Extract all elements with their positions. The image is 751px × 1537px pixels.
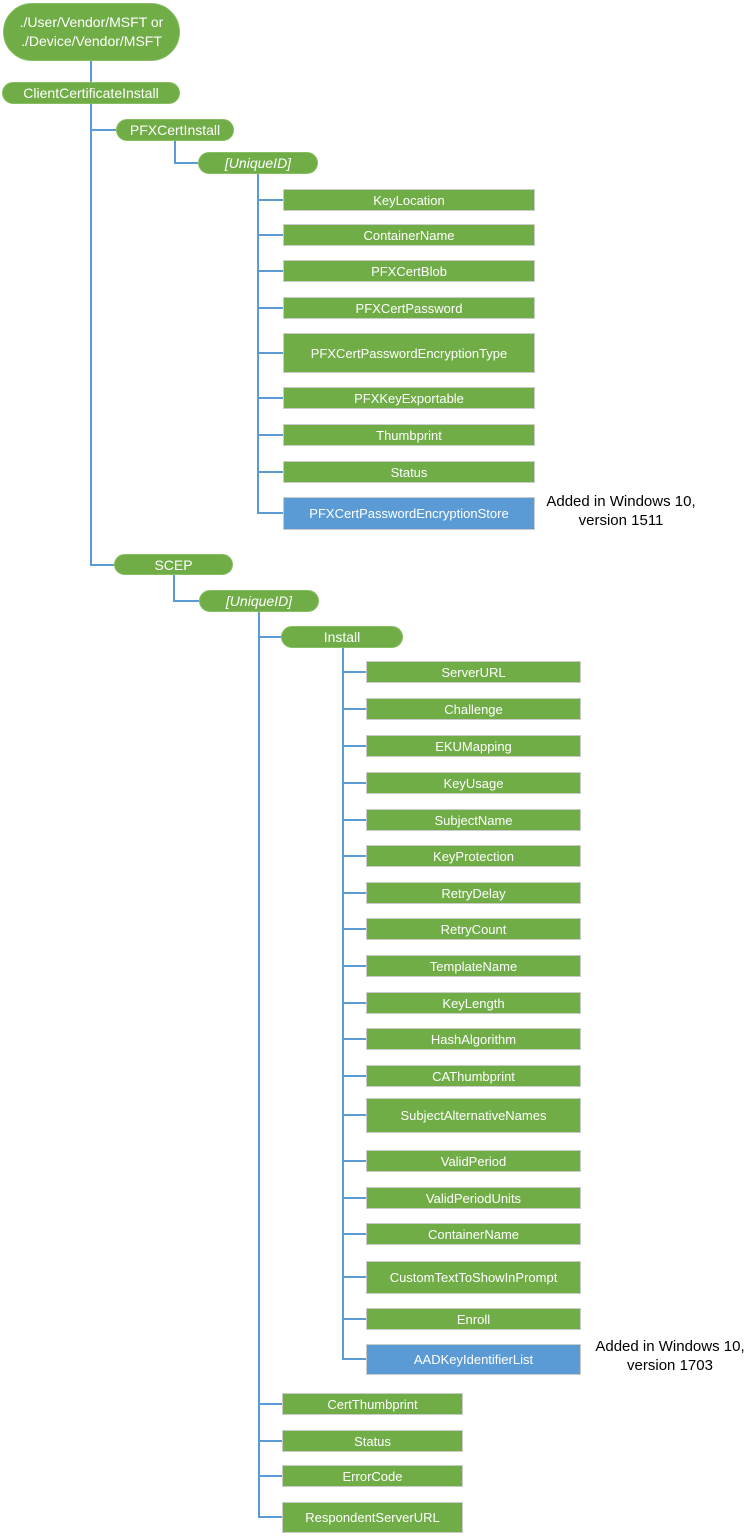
connector-line	[173, 575, 175, 602]
node-errorcode: ErrorCode	[282, 1465, 463, 1487]
node-root-path: ./User/Vendor/MSFT or ./Device/Vendor/MS…	[3, 3, 180, 61]
connector-line	[342, 1038, 366, 1040]
connector-line	[258, 1475, 282, 1477]
node-containername-scep: ContainerName	[366, 1223, 581, 1245]
node-pfxcertpassword: PFXCertPassword	[283, 297, 535, 319]
connector-line	[342, 782, 366, 784]
connector-line	[342, 1002, 366, 1004]
node-validperiod: ValidPeriod	[366, 1150, 581, 1172]
node-keyprotection: KeyProtection	[366, 845, 581, 867]
connector-line	[342, 1114, 366, 1116]
annotation-1703: Added in Windows 10, version 1703	[595, 1338, 745, 1374]
annotation-1511: Added in Windows 10, version 1511	[546, 493, 696, 529]
connector-line	[258, 636, 281, 638]
node-certthumbprint: CertThumbprint	[282, 1393, 463, 1415]
connector-line	[342, 708, 366, 710]
node-thumbprint: Thumbprint	[283, 424, 535, 446]
connector-line	[342, 928, 366, 930]
connector-line	[258, 1403, 282, 1405]
node-uniqueid-pfx: [UniqueID]	[198, 152, 318, 174]
node-retrydelay: RetryDelay	[366, 882, 581, 904]
node-status-pfx: Status	[283, 461, 535, 483]
connector-line	[342, 1358, 366, 1360]
node-pfxcertblob: PFXCertBlob	[283, 260, 535, 282]
node-keylength: KeyLength	[366, 992, 581, 1014]
connector-line	[342, 892, 366, 894]
connector-line	[257, 234, 283, 236]
connector-line	[258, 612, 260, 1518]
node-install: Install	[281, 626, 403, 648]
node-subjectname: SubjectName	[366, 809, 581, 831]
connector-line	[174, 141, 176, 164]
node-hashalgorithm: HashAlgorithm	[366, 1028, 581, 1050]
node-clientcertificateinstall: ClientCertificateInstall	[2, 82, 180, 104]
node-validperiodunits: ValidPeriodUnits	[366, 1187, 581, 1209]
connector-line	[257, 352, 283, 354]
node-cathumbprint: CAThumbprint	[366, 1065, 581, 1087]
node-templatename: TemplateName	[366, 955, 581, 977]
node-pfxcertpasswordencryptiontype: PFXCertPasswordEncryptionType	[283, 333, 535, 373]
connector-line	[174, 162, 198, 164]
connector-line	[257, 434, 283, 436]
connector-line	[342, 1233, 366, 1235]
node-challenge: Challenge	[366, 698, 581, 720]
connector-line	[257, 512, 283, 514]
node-keylocation: KeyLocation	[283, 189, 535, 211]
node-pfxkeyexportable: PFXKeyExportable	[283, 387, 535, 409]
connector-line	[342, 1318, 366, 1320]
node-pfxcertpasswordencryptionstore: PFXCertPasswordEncryptionStore	[283, 497, 535, 530]
connector-line	[90, 104, 92, 566]
node-enroll: Enroll	[366, 1308, 581, 1330]
connector-line	[173, 600, 199, 602]
connector-line	[342, 1075, 366, 1077]
node-subjectalternativenames: SubjectAlternativeNames	[366, 1098, 581, 1133]
connector-line	[258, 1516, 282, 1518]
node-uniqueid-scep: [UniqueID]	[199, 590, 319, 612]
connector-line	[257, 174, 259, 514]
connector-line	[257, 199, 283, 201]
node-respondentserverurl: RespondentServerURL	[282, 1502, 463, 1533]
connector-line	[342, 965, 366, 967]
node-containername-pfx: ContainerName	[283, 224, 535, 246]
connector-line	[257, 471, 283, 473]
node-retrycount: RetryCount	[366, 918, 581, 940]
connector-line	[342, 1160, 366, 1162]
connector-line	[342, 819, 366, 821]
connector-line	[90, 61, 92, 82]
node-scep: SCEP	[114, 554, 233, 575]
node-status-scep: Status	[282, 1430, 463, 1452]
connector-line	[257, 397, 283, 399]
connector-line	[342, 745, 366, 747]
connector-line	[257, 270, 283, 272]
node-customtexttoshowinprompt: CustomTextToShowInPrompt	[366, 1261, 581, 1294]
connector-line	[342, 1276, 366, 1278]
node-aadkeyidentifierlist: AADKeyIdentifierList	[366, 1344, 581, 1375]
connector-line	[90, 129, 116, 131]
connector-line	[257, 307, 283, 309]
node-keyusage: KeyUsage	[366, 772, 581, 794]
node-pfxcertinstall: PFXCertInstall	[116, 119, 234, 141]
connector-line	[342, 1197, 366, 1199]
node-ekumapping: EKUMapping	[366, 735, 581, 757]
connector-line	[342, 855, 366, 857]
connector-line	[342, 671, 366, 673]
connector-line	[90, 564, 114, 566]
connector-line	[342, 648, 344, 1360]
connector-line	[258, 1440, 282, 1442]
node-serverurl: ServerURL	[366, 661, 581, 683]
